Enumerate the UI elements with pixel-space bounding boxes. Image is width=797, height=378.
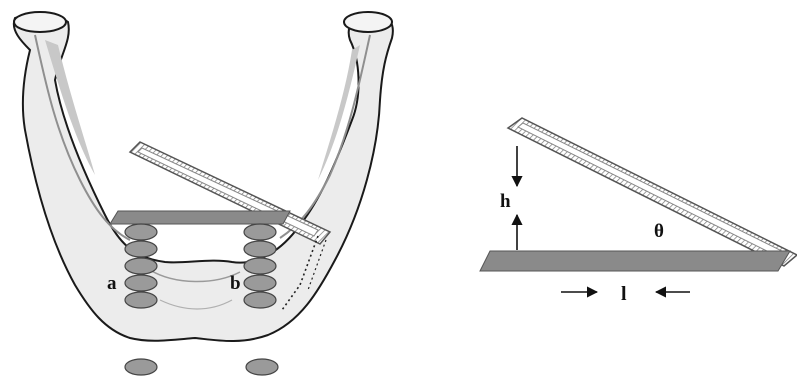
lever-panel: h θ l [480, 118, 797, 305]
tooth [125, 292, 157, 308]
tooth [244, 241, 276, 257]
label-l: l [621, 283, 627, 305]
horizontal-plate-right [480, 251, 790, 271]
label-b: b [230, 273, 241, 294]
tooth [125, 224, 157, 240]
tooth [125, 275, 157, 291]
tooth [244, 224, 276, 240]
left-condyle [14, 12, 66, 32]
tooth [244, 292, 276, 308]
bottom-tooth-right [246, 359, 278, 375]
bottom-tooth-left [125, 359, 157, 375]
horizontal-plate-left [110, 211, 290, 224]
tooth [244, 258, 276, 274]
tooth [125, 258, 157, 274]
tooth-stack-a [125, 224, 157, 308]
tilted-beam-right-inner [518, 123, 786, 258]
tooth [125, 241, 157, 257]
right-condyle [344, 12, 392, 32]
mandible-panel: a b [14, 12, 393, 375]
tooth [244, 275, 276, 291]
label-a: a [107, 273, 117, 294]
label-h: h [500, 191, 511, 212]
tooth-stack-b [244, 224, 276, 308]
label-theta: θ [654, 221, 664, 242]
